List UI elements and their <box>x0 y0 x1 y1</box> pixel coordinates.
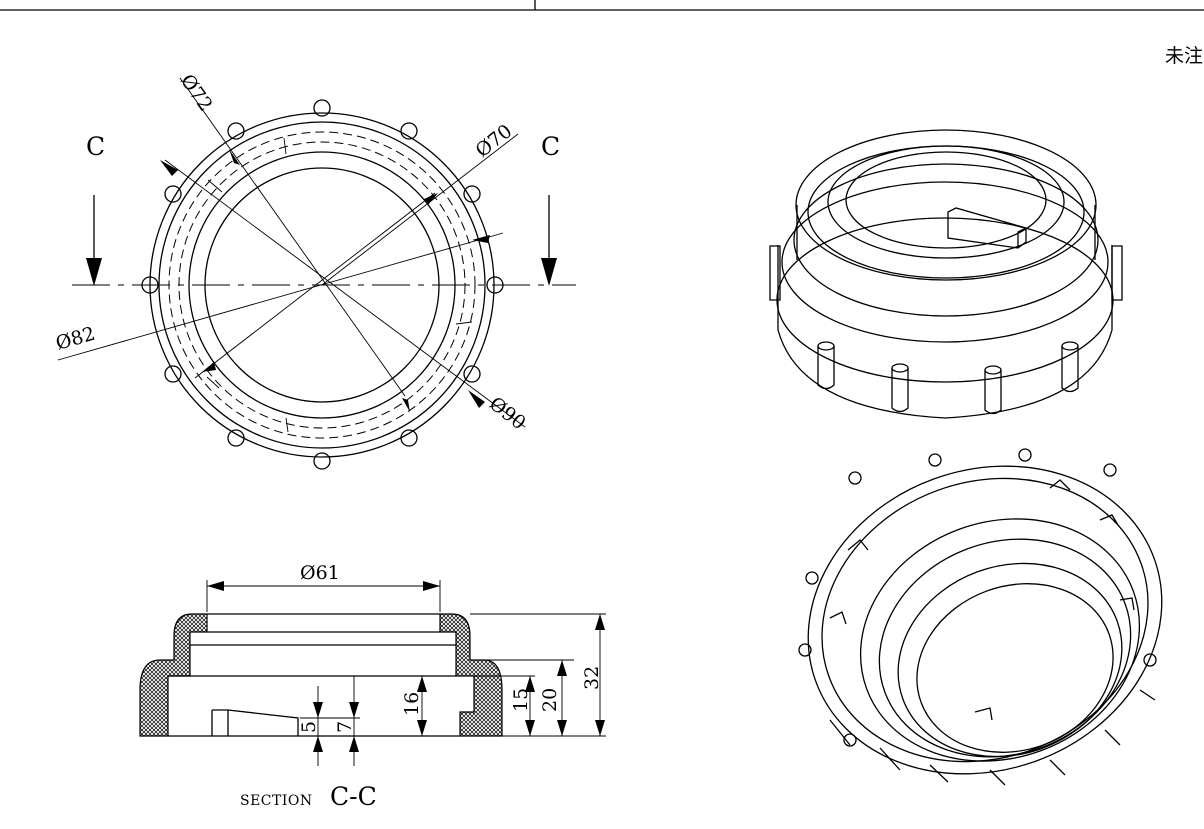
svg-text:C: C <box>86 132 105 161</box>
dimension-h5: 5 <box>298 721 320 733</box>
top-view: C C Ø72 Ø70 Ø82 Ø90 <box>53 70 576 470</box>
dimension-h32: 32 <box>581 666 603 690</box>
section-view: Ø61 32 20 15 16 <box>139 562 606 811</box>
isometric-view-top <box>769 129 1123 419</box>
dimension-5-line <box>313 686 323 766</box>
svg-text:C: C <box>541 132 560 161</box>
section-marker-left: C <box>86 132 105 286</box>
section-marker-right: C <box>541 132 560 286</box>
dimension-7-line <box>300 676 360 766</box>
dimension-h15: 15 <box>510 688 532 712</box>
section-caption-name: C-C <box>330 782 377 811</box>
dimension-d70: Ø70 <box>472 120 517 162</box>
dimension-16-line <box>417 676 427 736</box>
iso-bottom-bumps <box>798 448 1157 747</box>
dimension-d82: Ø82 <box>53 323 97 355</box>
dimension-h7: 7 <box>334 721 356 733</box>
dimension-h20: 20 <box>539 688 561 712</box>
section-caption-prefix: SECTION <box>240 793 313 809</box>
dimension-32-line <box>595 614 605 736</box>
dimension-d61: Ø61 <box>300 562 340 584</box>
isometric-view-bottom <box>798 448 1163 786</box>
dimension-d90: Ø90 <box>485 393 530 435</box>
dimension-d72: Ø72 <box>176 70 217 115</box>
ring-notches <box>206 137 473 433</box>
dimension-15-line <box>525 676 535 736</box>
outer-bumps <box>141 99 504 470</box>
iso-top-pegs <box>769 245 1123 415</box>
title-block-border <box>0 0 1204 11</box>
dimension-20-line <box>557 660 567 736</box>
note-text: 未注 <box>1165 45 1203 67</box>
dimension-h16: 16 <box>401 692 423 716</box>
